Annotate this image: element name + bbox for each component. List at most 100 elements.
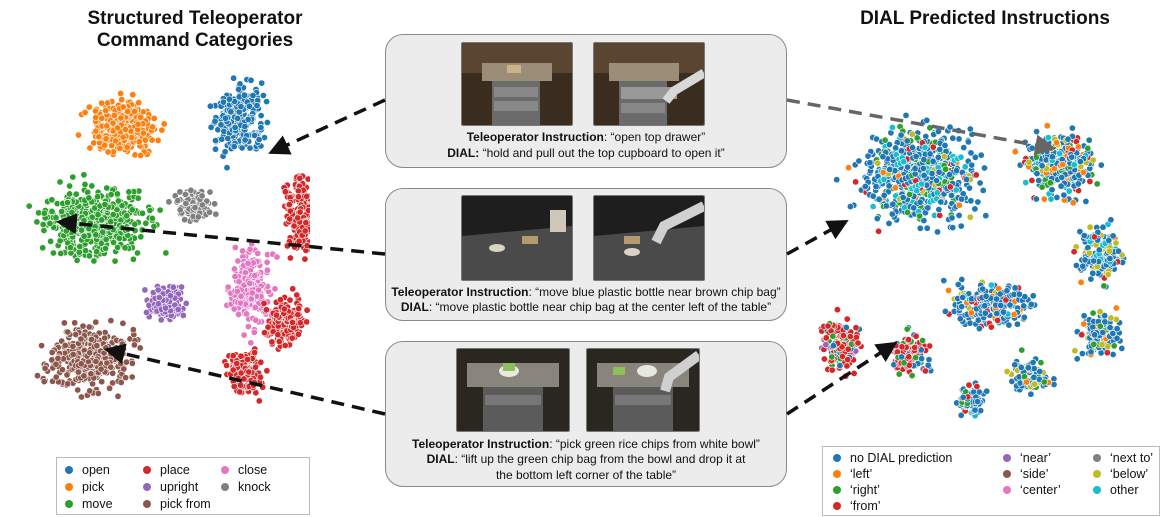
scatter-point <box>230 382 238 390</box>
legend-item: pick <box>65 480 104 495</box>
scatter-point <box>117 89 125 97</box>
scatter-point <box>207 123 215 131</box>
scatter-point <box>79 322 87 330</box>
scatter-point <box>286 254 294 262</box>
scatter-point <box>936 211 944 219</box>
scatter-point <box>88 213 96 221</box>
scatter-point <box>971 406 979 414</box>
scatter-point <box>235 85 243 93</box>
scatter-point <box>908 130 916 138</box>
scatter-point <box>1089 323 1097 331</box>
scatter-point <box>958 303 966 311</box>
scatter-point <box>940 277 948 285</box>
scatter-point <box>290 222 298 230</box>
scatter-point <box>1089 309 1097 317</box>
scatter-point <box>54 354 62 362</box>
legend-item: ‘next to’ <box>1093 451 1153 466</box>
robot-scene-photo-before <box>456 348 570 432</box>
scatter-point <box>74 368 82 376</box>
scatter-point <box>301 227 309 235</box>
scatter-point <box>965 381 973 389</box>
scatter-point <box>1113 334 1121 342</box>
scatter-point <box>1035 177 1043 185</box>
scatter-point <box>880 176 888 184</box>
scatter-point <box>92 318 100 326</box>
scatter-point <box>1106 324 1114 332</box>
scatter-point <box>263 118 271 126</box>
scatter-point <box>85 252 93 260</box>
right-legend: no DIAL prediction‘left’‘right’‘from’‘ne… <box>822 446 1160 516</box>
scatter-point <box>979 186 987 194</box>
scatter-point <box>217 121 225 129</box>
scatter-point <box>940 153 948 161</box>
scatter-point <box>839 332 847 340</box>
scatter-point <box>833 306 841 314</box>
scatter-point <box>154 136 162 144</box>
scatter-point <box>903 208 911 216</box>
scatter-point <box>945 287 953 295</box>
scatter-point <box>1038 162 1046 170</box>
scatter-point <box>106 384 114 392</box>
scatter-point <box>115 234 123 242</box>
scatter-point <box>1022 179 1030 187</box>
scatter-point <box>86 219 94 227</box>
scatter-point <box>241 123 249 131</box>
scatter-point <box>281 188 289 196</box>
scatter-point <box>104 99 112 107</box>
scatter-point <box>1112 304 1120 312</box>
scatter-point <box>966 184 974 192</box>
scatter-point <box>916 224 924 232</box>
scatter-point <box>933 177 941 185</box>
scatter-point <box>281 341 289 349</box>
scatter-point <box>1056 150 1064 158</box>
scatter-point <box>1105 236 1113 244</box>
scatter-point <box>1024 364 1032 372</box>
scatter-point <box>206 188 214 196</box>
scatter-point <box>958 276 966 284</box>
scatter-point <box>255 397 263 405</box>
scatter-point <box>845 164 853 172</box>
scatter-point <box>148 136 156 144</box>
scatter-point <box>842 372 850 380</box>
scatter-point <box>1005 321 1013 329</box>
scatter-point <box>194 213 202 221</box>
scatter-point <box>295 237 303 245</box>
scatter-point <box>283 242 291 250</box>
scatter-point <box>271 285 279 293</box>
scatter-point <box>107 191 115 199</box>
scatter-point <box>87 370 95 378</box>
scatter-point <box>850 369 858 377</box>
scatter-point <box>121 244 129 252</box>
scatter-point <box>72 190 80 198</box>
scatter-point <box>187 186 195 194</box>
scatter-point <box>294 193 302 201</box>
scatter-point <box>52 360 60 368</box>
legend-marker <box>1093 469 1101 478</box>
scatter-point <box>240 91 248 99</box>
scatter-point <box>1048 186 1056 194</box>
scatter-point <box>885 219 893 227</box>
legend-item: place <box>143 463 190 478</box>
scatter-point <box>240 375 248 383</box>
scatter-point <box>231 243 239 251</box>
scatter-point <box>294 311 302 319</box>
legend-marker <box>65 499 73 508</box>
scatter-point <box>875 227 883 235</box>
scatter-point <box>833 176 841 184</box>
callout-teleop-line: Teleoperator Instruction: “open top draw… <box>466 130 706 144</box>
scatter-point <box>112 137 120 145</box>
scatter-point <box>1078 350 1086 358</box>
scatter-point <box>949 224 957 232</box>
legend-label: ‘from’ <box>850 499 881 513</box>
scatter-point <box>888 210 896 218</box>
legend-marker <box>1093 485 1101 494</box>
scatter-point <box>1078 331 1086 339</box>
scatter-point <box>1087 275 1095 283</box>
scatter-point <box>239 247 247 255</box>
scatter-point <box>234 114 242 122</box>
scatter-point <box>169 283 177 291</box>
left-tsne-scatter <box>25 74 310 405</box>
scatter-point <box>897 131 905 139</box>
scatter-point <box>1023 378 1031 386</box>
legend-item: ‘right’ <box>833 483 880 498</box>
